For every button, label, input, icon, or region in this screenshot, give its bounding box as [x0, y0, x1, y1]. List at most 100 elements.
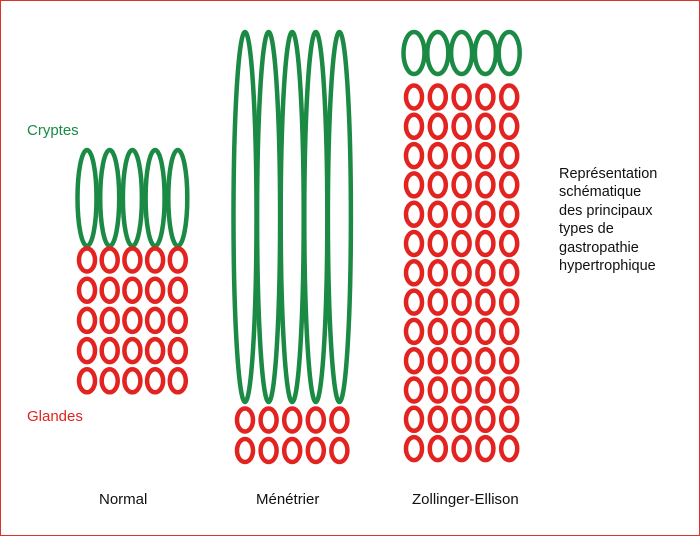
gland-menetrier	[234, 406, 256, 434]
gland-zollinger	[403, 112, 425, 141]
gland-normal	[99, 276, 120, 304]
gland-zollinger	[475, 434, 496, 463]
gland-zollinger	[427, 200, 449, 228]
crypt-menetrier	[302, 29, 330, 405]
gland-normal	[144, 306, 166, 335]
gland-zollinger	[451, 229, 472, 258]
gland-zollinger	[427, 141, 449, 170]
crypt-menetrier	[278, 29, 306, 405]
legend-line: Représentation	[559, 166, 658, 182]
legend-line: types de	[559, 221, 614, 238]
gland-zollinger	[498, 83, 520, 111]
crypt-zollinger	[448, 29, 475, 77]
crypt-normal	[75, 147, 99, 249]
gland-zollinger	[475, 141, 496, 170]
gland-normal	[99, 367, 120, 395]
caption-menetrier: Ménétrier	[256, 491, 320, 508]
gland-zollinger	[427, 317, 449, 346]
crypt-zollinger	[472, 29, 499, 77]
gland-zollinger	[451, 376, 472, 404]
gland-zollinger	[403, 405, 425, 434]
gland-menetrier	[281, 436, 303, 465]
gland-zollinger	[475, 171, 496, 199]
crypt-zollinger	[401, 29, 427, 77]
gland-normal	[122, 276, 143, 304]
gland-zollinger	[427, 229, 449, 258]
gland-menetrier	[281, 406, 303, 434]
gland-normal	[99, 336, 120, 365]
gland-normal	[76, 306, 98, 335]
gland-zollinger	[427, 376, 449, 404]
legend-line: hypertrophique	[559, 258, 656, 275]
gland-zollinger	[498, 434, 520, 463]
gland-zollinger	[475, 83, 496, 111]
gland-normal	[144, 246, 166, 274]
gland-zollinger	[498, 288, 520, 316]
crypt-menetrier	[325, 29, 354, 405]
gland-normal	[167, 367, 189, 395]
gland-zollinger	[403, 288, 425, 316]
gland-zollinger	[403, 434, 425, 463]
gland-zollinger	[403, 229, 425, 258]
gland-zollinger	[427, 434, 449, 463]
legend-line: des principaux	[559, 202, 653, 219]
gland-normal	[167, 336, 189, 365]
gland-normal	[99, 246, 120, 274]
label-glandes: Glandes	[27, 408, 83, 425]
gland-menetrier	[305, 406, 327, 434]
gland-zollinger	[427, 171, 449, 199]
crypt-zollinger	[425, 29, 451, 77]
gland-zollinger	[427, 288, 449, 316]
crypt-normal	[97, 147, 122, 249]
gland-zollinger	[498, 346, 520, 375]
gland-zollinger	[498, 171, 520, 199]
gland-zollinger	[498, 317, 520, 346]
gland-zollinger	[451, 171, 472, 199]
gland-zollinger	[427, 83, 449, 111]
gland-normal	[122, 367, 143, 395]
gland-zollinger	[475, 112, 496, 141]
gland-normal	[122, 246, 143, 274]
gland-zollinger	[498, 405, 520, 434]
gland-zollinger	[451, 288, 472, 316]
gland-normal	[76, 246, 98, 274]
legend-line: gastropathie	[559, 239, 639, 256]
crypt-menetrier	[231, 29, 259, 405]
gland-normal	[76, 276, 98, 304]
gland-zollinger	[475, 259, 496, 287]
gland-zollinger	[403, 346, 425, 375]
gland-normal	[76, 336, 98, 365]
crypt-normal	[120, 147, 145, 249]
gland-zollinger	[498, 229, 520, 258]
gland-zollinger	[475, 376, 496, 404]
gland-zollinger	[403, 83, 425, 111]
gland-zollinger	[451, 200, 472, 228]
gland-zollinger	[403, 259, 425, 287]
legend-line: schématique	[559, 184, 642, 201]
gland-menetrier	[258, 436, 279, 465]
gland-zollinger	[451, 434, 472, 463]
gland-zollinger	[451, 112, 472, 141]
gland-zollinger	[451, 141, 472, 170]
gland-normal	[144, 367, 166, 395]
gland-normal	[167, 306, 189, 335]
gland-zollinger	[498, 141, 520, 170]
gland-normal	[99, 306, 120, 335]
gland-zollinger	[427, 259, 449, 287]
gland-zollinger	[498, 376, 520, 404]
gland-normal	[122, 336, 143, 365]
gland-menetrier	[258, 406, 279, 434]
crypt-normal	[143, 147, 167, 249]
gland-zollinger	[475, 229, 496, 258]
gland-zollinger	[403, 200, 425, 228]
gland-menetrier	[329, 406, 350, 434]
gland-zollinger	[475, 317, 496, 346]
gland-zollinger	[498, 200, 520, 228]
gland-zollinger	[403, 376, 425, 404]
gland-zollinger	[475, 346, 496, 375]
gland-menetrier	[234, 436, 256, 465]
gland-normal	[144, 276, 166, 304]
gland-zollinger	[475, 200, 496, 228]
